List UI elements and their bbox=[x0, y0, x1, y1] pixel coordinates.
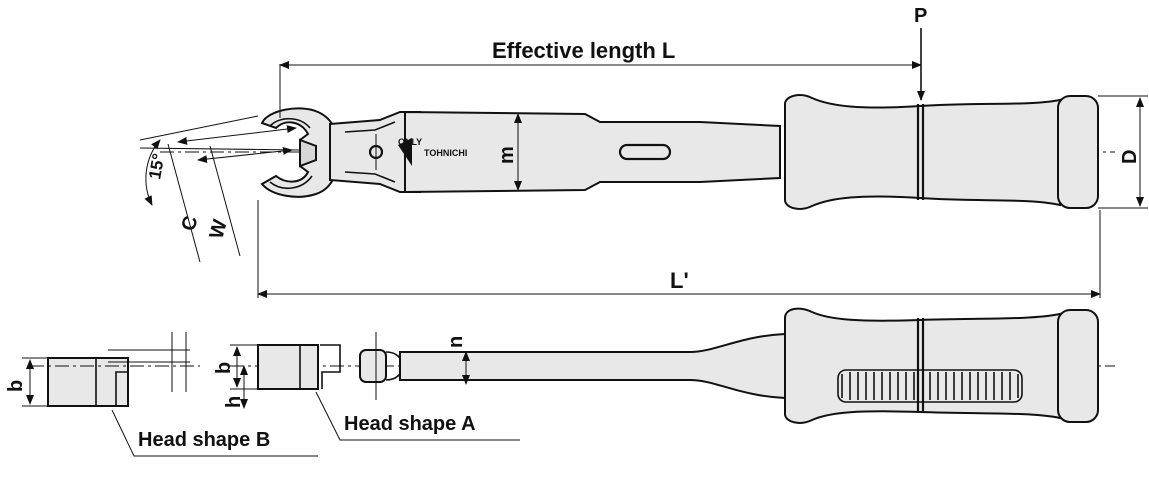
label-head-shape-b: Head shape B bbox=[138, 429, 270, 451]
brand-text: TOHNICHI bbox=[424, 148, 467, 158]
grip-ribs bbox=[837, 369, 1023, 403]
label-c: C bbox=[178, 214, 203, 234]
open-end-head bbox=[260, 107, 339, 198]
label-n: n bbox=[445, 336, 467, 348]
label-h: h bbox=[223, 396, 245, 408]
label-angle: 15° bbox=[145, 152, 168, 181]
brand-logo: ONLY TOHNICHI bbox=[398, 137, 467, 166]
top-view: ONLY TOHNICHI P Effective length L m D 1… bbox=[139, 5, 1148, 298]
head-b-leader bbox=[111, 409, 318, 457]
w-ext-line bbox=[209, 145, 241, 257]
label-p: P bbox=[914, 5, 927, 27]
label-w: W bbox=[206, 217, 232, 241]
c-ext-line bbox=[167, 143, 201, 263]
side-handle-end-cap bbox=[1057, 309, 1099, 423]
label-b-left: b bbox=[5, 380, 27, 392]
side-handle-grip bbox=[784, 307, 1099, 424]
label-d: D bbox=[1119, 150, 1141, 164]
side-view: b b h n Head shape A Head shape B bbox=[5, 307, 1115, 457]
wrench-body bbox=[404, 110, 781, 194]
logo-mark-icon bbox=[398, 138, 412, 166]
label-m: m bbox=[496, 146, 518, 164]
label-overall-length: L' bbox=[670, 268, 689, 293]
head-a-leader bbox=[315, 391, 520, 441]
slot-window bbox=[618, 143, 672, 161]
handle-grip bbox=[784, 94, 1099, 210]
head-shape-a-drawing bbox=[257, 332, 404, 400]
label-head-shape-a: Head shape A bbox=[344, 413, 476, 435]
handle-end-cap bbox=[1057, 95, 1099, 209]
angle-ref-line-upper bbox=[139, 115, 259, 141]
head-shape-b-drawing bbox=[30, 332, 200, 407]
neck-bevel bbox=[344, 121, 396, 183]
label-b-right: b bbox=[213, 362, 235, 374]
angle-arc bbox=[144, 139, 161, 206]
label-effective-length: Effective length L bbox=[492, 38, 675, 63]
angle-ref-line-lower bbox=[139, 147, 301, 151]
logo-mark-text: ONLY bbox=[398, 137, 422, 147]
